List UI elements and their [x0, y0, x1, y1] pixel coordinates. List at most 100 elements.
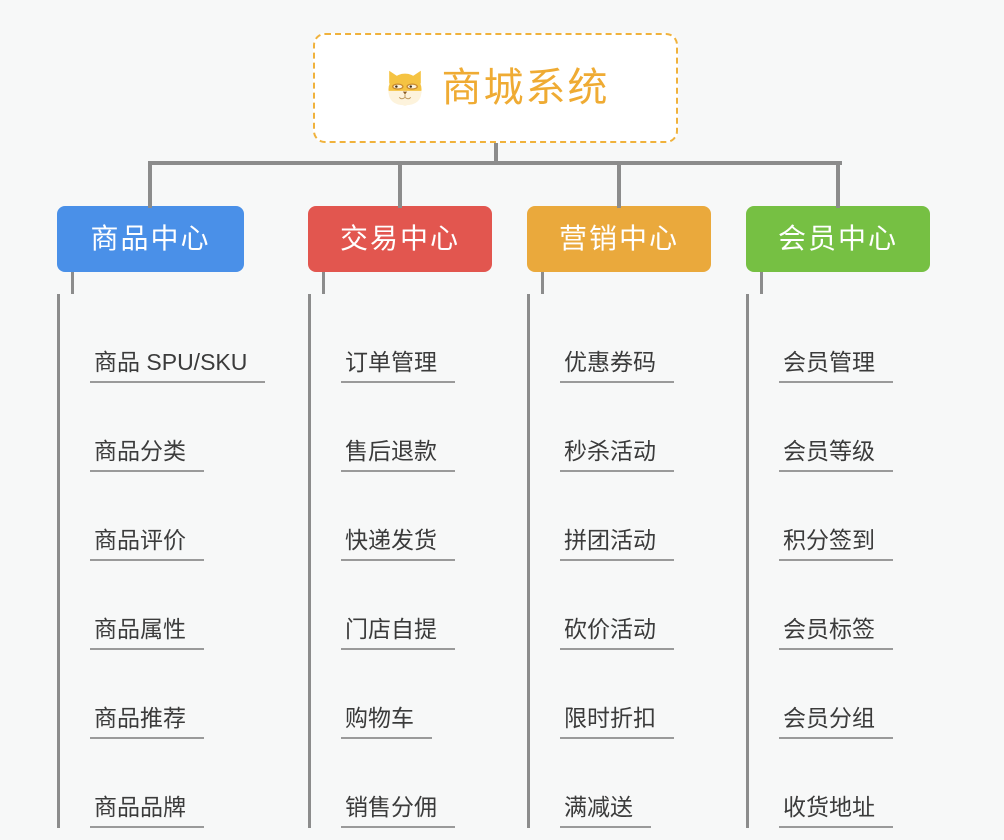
connector-root-stem [494, 143, 498, 165]
list-item[interactable]: 销售分佣 [311, 739, 492, 828]
list-item-label: 快递发货 [345, 526, 437, 553]
list-item[interactable]: 满减送 [530, 739, 711, 828]
list-item-underline: 会员等级 [779, 437, 893, 472]
list-item-underline: 砍价活动 [560, 615, 674, 650]
list-item-underline: 商品品牌 [90, 793, 204, 828]
list-item[interactable]: 订单管理 [311, 294, 492, 383]
root-node[interactable]: 商城系统 [313, 33, 678, 143]
list-item[interactable]: 快递发货 [311, 472, 492, 561]
list-item-underline: 商品属性 [90, 615, 204, 650]
list-item[interactable]: 商品 SPU/SKU [60, 294, 266, 383]
list-item-label: 会员等级 [783, 437, 875, 464]
connector-column-stem-2 [541, 272, 544, 294]
category-label: 营销中心 [558, 223, 679, 254]
list-item-underline: 商品 SPU/SKU [90, 348, 266, 383]
list-item-label: 会员分组 [783, 704, 875, 731]
category-box-2[interactable]: 营销中心 [527, 206, 711, 272]
item-list-0: 商品 SPU/SKU 商品分类商品评价商品属性商品推荐商品品牌 [57, 294, 266, 828]
list-item-underline: 商品评价 [90, 526, 204, 561]
list-item-underline: 售后退款 [341, 437, 455, 472]
item-list-3: 会员管理会员等级积分签到会员标签会员分组收货地址 [746, 294, 930, 828]
list-item-underline: 订单管理 [341, 348, 455, 383]
list-item-label: 砍价活动 [564, 615, 656, 642]
list-item-label: 商品推荐 [94, 704, 186, 731]
list-item-label: 会员标签 [783, 615, 875, 642]
connector-branch-3 [836, 161, 840, 208]
list-item[interactable]: 商品评价 [60, 472, 244, 561]
list-item-label: 优惠券码 [564, 348, 656, 375]
list-item[interactable]: 拼团活动 [530, 472, 711, 561]
category-box-0[interactable]: 商品中心 [57, 206, 244, 272]
list-item[interactable]: 商品属性 [60, 561, 244, 650]
list-item-label: 拼团活动 [564, 526, 656, 553]
item-list-2: 优惠券码秒杀活动拼团活动砍价活动限时折扣满减送 [527, 294, 711, 828]
list-item[interactable]: 商品分类 [60, 383, 244, 472]
list-item-underline: 商品推荐 [90, 704, 204, 739]
connector-branch-2 [617, 161, 621, 208]
list-item-label: 秒杀活动 [564, 437, 656, 464]
list-item[interactable]: 购物车 [311, 650, 492, 739]
list-item[interactable]: 会员等级 [749, 383, 930, 472]
list-item[interactable]: 秒杀活动 [530, 383, 711, 472]
list-item-label: 会员管理 [783, 348, 875, 375]
list-item-label: 销售分佣 [345, 793, 437, 820]
list-item-underline: 快递发货 [341, 526, 455, 561]
category-column-1: 交易中心订单管理售后退款快递发货门店自提购物车销售分佣 [308, 206, 492, 828]
list-item-label: 收货地址 [783, 793, 875, 820]
list-item-label: 积分签到 [783, 526, 875, 553]
list-item-underline: 满减送 [560, 793, 651, 828]
list-item[interactable]: 商品品牌 [60, 739, 244, 828]
list-item[interactable]: 门店自提 [311, 561, 492, 650]
list-item-underline: 会员分组 [779, 704, 893, 739]
list-item-underline: 限时折扣 [560, 704, 674, 739]
list-item[interactable]: 售后退款 [311, 383, 492, 472]
list-item-label: 售后退款 [345, 437, 437, 464]
list-item-label: 商品评价 [94, 526, 186, 553]
list-item-label: 门店自提 [345, 615, 437, 642]
list-item[interactable]: 会员标签 [749, 561, 930, 650]
list-item-underline: 积分签到 [779, 526, 893, 561]
list-item[interactable]: 限时折扣 [530, 650, 711, 739]
list-item-underline: 秒杀活动 [560, 437, 674, 472]
connector-column-stem-1 [322, 272, 325, 294]
category-column-2: 营销中心优惠券码秒杀活动拼团活动砍价活动限时折扣满减送 [527, 206, 711, 828]
connector-horizontal-bus [150, 161, 842, 165]
connector-column-stem-0 [71, 272, 74, 294]
category-label: 交易中心 [339, 223, 460, 254]
list-item[interactable]: 商品推荐 [60, 650, 244, 739]
category-column-0: 商品中心商品 SPU/SKU 商品分类商品评价商品属性商品推荐商品品牌 [57, 206, 266, 828]
list-item[interactable]: 砍价活动 [530, 561, 711, 650]
list-item-underline: 门店自提 [341, 615, 455, 650]
list-item-underline: 拼团活动 [560, 526, 674, 561]
list-item-underline: 购物车 [341, 705, 432, 739]
root-title: 商城系统 [441, 66, 610, 110]
list-item[interactable]: 会员分组 [749, 650, 930, 739]
list-item-label: 限时折扣 [564, 704, 656, 731]
list-item[interactable]: 会员管理 [749, 294, 930, 383]
category-label: 商品中心 [90, 223, 211, 254]
category-box-1[interactable]: 交易中心 [308, 206, 492, 272]
list-item-underline: 收货地址 [779, 793, 893, 828]
list-item-underline: 销售分佣 [341, 793, 455, 828]
shiba-dog-icon [387, 70, 422, 106]
list-item-underline: 会员标签 [779, 615, 893, 650]
item-list-1: 订单管理售后退款快递发货门店自提购物车销售分佣 [308, 294, 492, 828]
list-item[interactable]: 收货地址 [749, 739, 930, 828]
category-column-3: 会员中心会员管理会员等级积分签到会员标签会员分组收货地址 [746, 206, 930, 828]
list-item[interactable]: 优惠券码 [530, 294, 711, 383]
list-item-label: 商品 SPU/SKU [94, 348, 248, 375]
list-item-label: 满减送 [564, 793, 633, 820]
connector-column-stem-3 [760, 272, 763, 294]
category-box-3[interactable]: 会员中心 [746, 206, 930, 272]
list-item-label: 商品品牌 [94, 793, 186, 820]
connector-branch-1 [398, 161, 402, 208]
list-item-underline: 优惠券码 [560, 348, 674, 383]
list-item[interactable]: 积分签到 [749, 472, 930, 561]
list-item-label: 商品属性 [94, 615, 186, 642]
list-item-underline: 商品分类 [90, 437, 204, 472]
category-label: 会员中心 [777, 223, 898, 254]
list-item-label: 订单管理 [345, 348, 437, 375]
list-item-label: 商品分类 [94, 437, 186, 464]
connector-branch-0 [148, 161, 152, 208]
